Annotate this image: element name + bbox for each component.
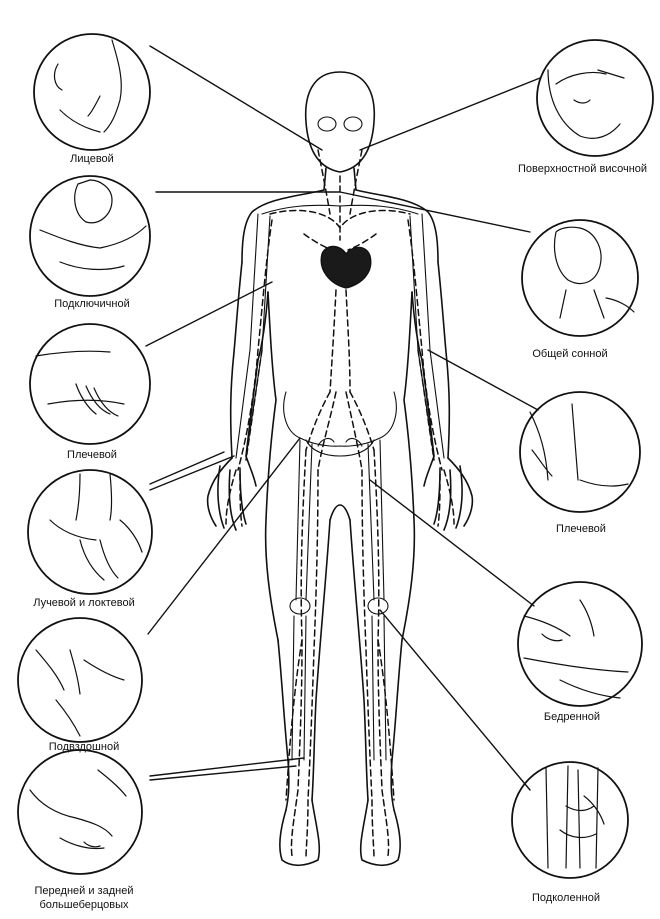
label-facial: Лицевой <box>70 153 114 165</box>
label-popliteal: Подколенной <box>532 892 600 904</box>
leader-lines <box>145 45 541 791</box>
arteries <box>225 149 455 859</box>
skeleton <box>235 116 445 761</box>
inset-sketches <box>29 39 635 869</box>
inset-circles <box>17 33 654 879</box>
label-femoral: Бедренной <box>543 711 601 723</box>
label-superficial-temporal: Поверхностной височной <box>518 163 648 175</box>
label-subclavian: Подключичной <box>54 298 130 310</box>
heart <box>320 245 372 289</box>
label-brachial-right: Плечевой <box>556 523 606 535</box>
label-tibial-line1: Передней и задней <box>34 885 134 897</box>
label-common-carotid: Общей сонной <box>532 348 608 360</box>
label-tibial-line2: большеберцовых <box>39 899 129 911</box>
label-iliac: Подвздошной <box>48 741 120 753</box>
body-outline <box>206 71 474 867</box>
label-radial-ulnar: Лучевой и локтевой <box>33 597 135 609</box>
label-brachial-left: Плечевой <box>67 449 117 461</box>
